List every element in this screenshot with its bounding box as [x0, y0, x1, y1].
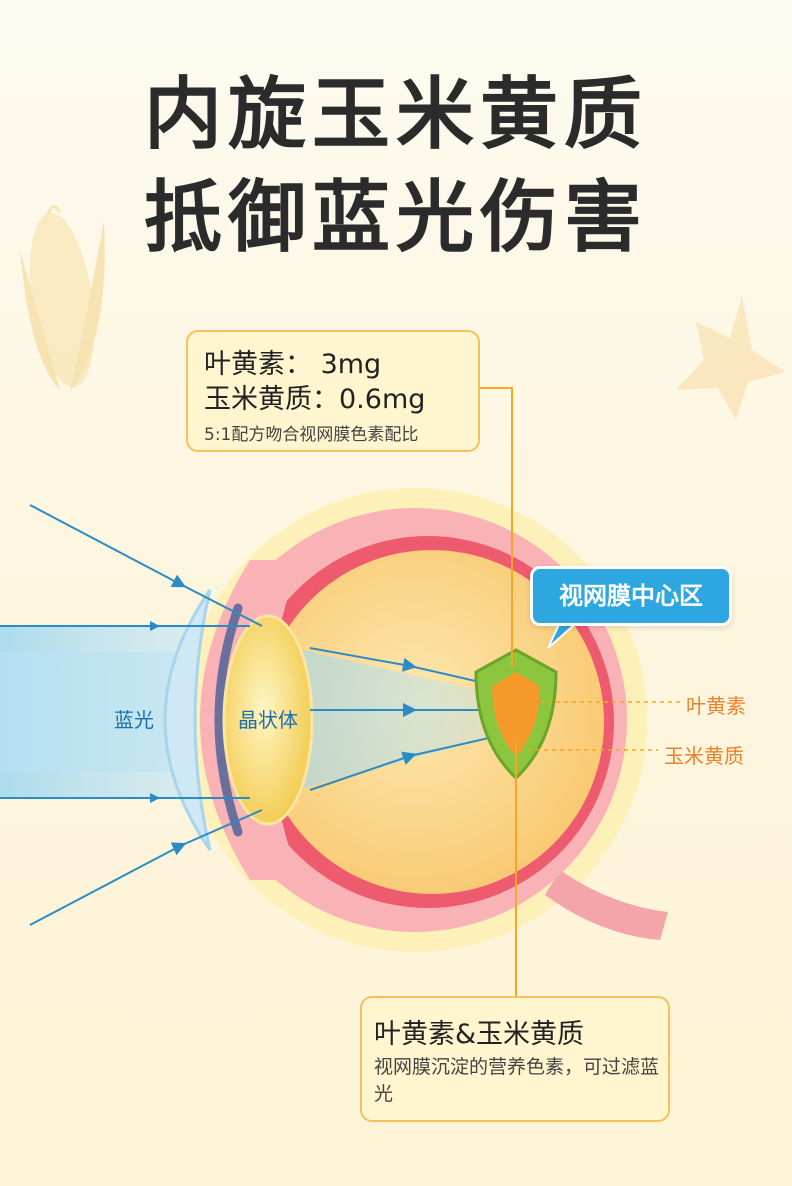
corn-icon	[20, 205, 105, 392]
top-leader-line	[476, 387, 513, 668]
label-blue-light: 蓝光	[114, 708, 154, 732]
inner-ray-3	[309, 751, 417, 791]
zeaxanthin-dosage: 玉米黄质：0.6mg	[204, 384, 426, 415]
shield-icon	[474, 648, 558, 781]
label-lens: 晶状体	[238, 708, 298, 732]
inner-ray-1	[309, 647, 417, 672]
label-zeaxanthin: 玉米黄质	[664, 744, 744, 768]
pigment-heading: 叶黄素&玉米黄质	[374, 1019, 585, 1050]
cornea	[163, 589, 212, 851]
light-cone	[260, 640, 520, 800]
macula-callout: 视网膜中心区	[530, 566, 732, 626]
lens	[222, 614, 314, 826]
pigment-description: 视网膜沉淀的营养色素，可过滤蓝光	[374, 1056, 660, 1105]
title-line-2: 抵御蓝光伤害	[143, 173, 648, 263]
optic-nerve	[545, 870, 668, 940]
star-icon	[676, 296, 786, 420]
iris	[214, 603, 243, 837]
title-line-1: 内旋玉米黄质	[143, 70, 648, 160]
pigment-info-box: 叶黄素&玉米黄质 视网膜沉淀的营养色素，可过滤蓝光	[360, 996, 670, 1122]
ratio-note: 5:1配方吻合视网膜色素配比	[204, 425, 419, 445]
light-ray-bottom	[29, 845, 181, 926]
label-lutein: 叶黄素	[686, 694, 746, 718]
dosage-box: 叶黄素： 3mg 玉米黄质：0.6mg 5:1配方吻合视网膜色素配比	[186, 330, 480, 452]
lutein-dosage: 叶黄素： 3mg	[204, 349, 382, 380]
light-ray-top	[29, 504, 181, 585]
